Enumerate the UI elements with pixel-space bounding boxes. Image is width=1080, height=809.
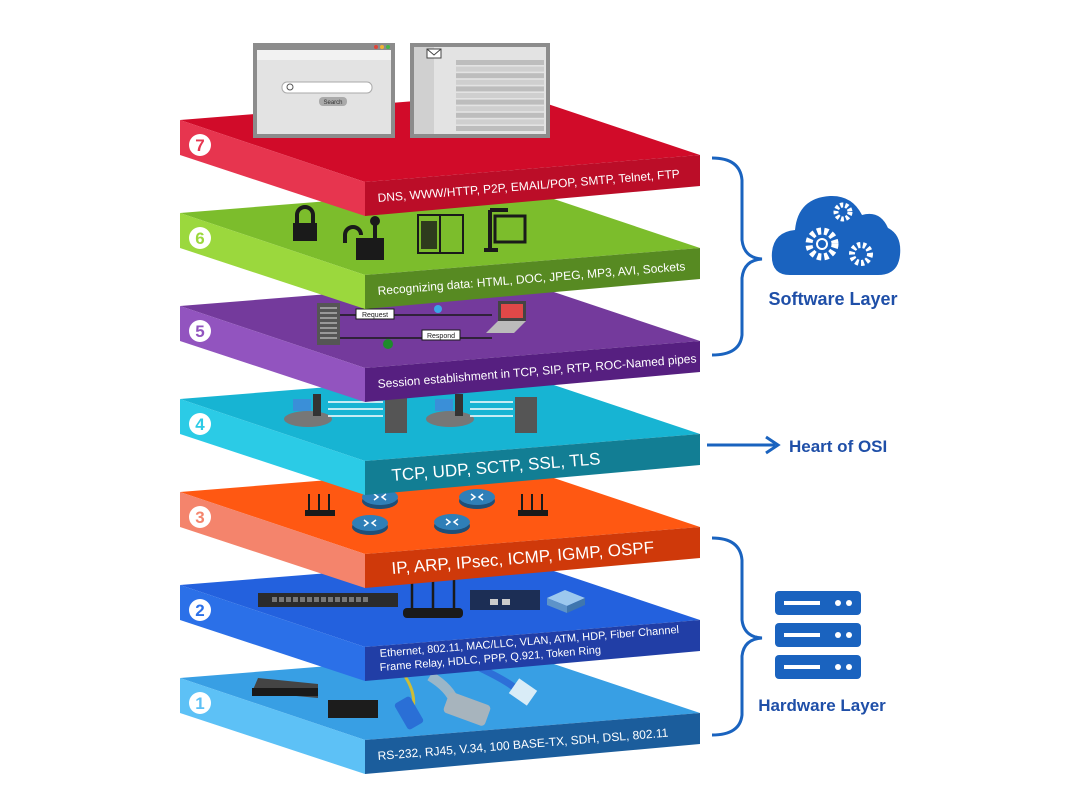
layer-top-face	[180, 651, 700, 740]
search-button-label: Search	[323, 100, 342, 106]
heart-of-osi-label: Heart of OSI	[789, 437, 887, 456]
media-document-icon	[417, 214, 464, 254]
info-icon	[434, 305, 442, 313]
layer-top-face	[180, 465, 700, 554]
browser-search-window: Search	[253, 43, 395, 138]
layer-top-face	[180, 279, 700, 368]
layer-2-icons	[258, 580, 585, 618]
layer-number-badge	[189, 134, 211, 156]
layer-right-face	[365, 434, 700, 495]
compression-clamp-icon	[484, 208, 527, 252]
fiber-connector-icon	[394, 696, 424, 730]
layer-stack: 1RS-232, RJ45, V.34, 100 BASE-TX, SDH, D…	[180, 93, 700, 774]
layer-right-face	[365, 713, 700, 774]
layer-number: 5	[195, 322, 204, 341]
hardware-layer-brace	[711, 536, 763, 737]
search-input	[281, 81, 373, 94]
layer-number: 3	[195, 508, 204, 527]
media-converter-icon	[328, 700, 378, 718]
router-icon	[352, 515, 388, 535]
layer-number: 2	[195, 601, 204, 620]
wireless-router-icon	[403, 580, 463, 618]
wireless-router-icon	[305, 494, 335, 516]
respond-label: Respond	[427, 333, 455, 340]
hub-icon	[252, 678, 318, 698]
layer-3-icons	[305, 489, 548, 535]
search-button	[319, 97, 347, 106]
software-layer-label: Software Layer	[768, 289, 897, 309]
network-switch-icon	[258, 593, 398, 607]
hardware-layer-label: Hardware Layer	[758, 696, 886, 715]
layer-number-badge	[189, 227, 211, 249]
layer-number-badge	[189, 506, 211, 528]
layer-right-face	[365, 620, 700, 681]
layer-3: 3IP, ARP, IPsec, ICMP, IGMP, OSPF	[180, 465, 700, 588]
heart-arrow-icon	[707, 435, 781, 455]
workstation-icon	[284, 394, 332, 427]
layer-left-face	[180, 492, 365, 588]
envelope-icon	[426, 48, 442, 59]
cloud-gears-icon	[771, 195, 901, 275]
layer-right-face	[365, 155, 700, 216]
layer-right-face	[365, 248, 700, 309]
serial-cable-icon	[427, 671, 491, 726]
layer-left-face	[180, 585, 365, 681]
bridge-icon	[470, 590, 540, 610]
server-icon	[515, 397, 537, 433]
unlocked-padlock-key-icon	[343, 216, 384, 260]
router-icon	[459, 489, 495, 509]
email-inbox-window	[410, 43, 550, 138]
layer-left-face	[180, 306, 365, 402]
layer-6-icons	[293, 205, 527, 260]
wireless-router-icon	[518, 494, 548, 516]
layer-number: 1	[195, 694, 204, 713]
layer-left-face	[180, 213, 365, 309]
server-icon	[385, 397, 407, 433]
layer-right-face	[365, 341, 700, 402]
layer-number-badge	[189, 413, 211, 435]
request-label: Request	[362, 312, 388, 319]
software-layer-brace	[711, 156, 763, 357]
laptop-icon	[486, 301, 526, 333]
layer-4-icons	[284, 394, 537, 433]
respond-tag	[421, 329, 461, 341]
layer-number-badge	[189, 692, 211, 714]
check-icon	[383, 339, 393, 349]
server-icon	[317, 303, 340, 345]
workstation-icon	[426, 394, 474, 427]
layer-left-face	[180, 120, 365, 216]
layer-right-face	[365, 527, 700, 588]
request-tag	[355, 308, 395, 320]
layer2-switch-icon	[547, 590, 585, 613]
layer-number: 7	[195, 136, 204, 155]
layer-number: 6	[195, 229, 204, 248]
server-rack-icon	[775, 591, 861, 679]
layer-number-badge	[189, 320, 211, 342]
router-icon	[434, 514, 470, 534]
layer-number: 4	[195, 415, 205, 434]
layer-left-face	[180, 678, 365, 774]
locked-padlock-key-icon	[293, 205, 317, 241]
layer-top-face	[180, 558, 700, 647]
layer-left-face	[180, 399, 365, 495]
layer-number-badge	[189, 599, 211, 621]
